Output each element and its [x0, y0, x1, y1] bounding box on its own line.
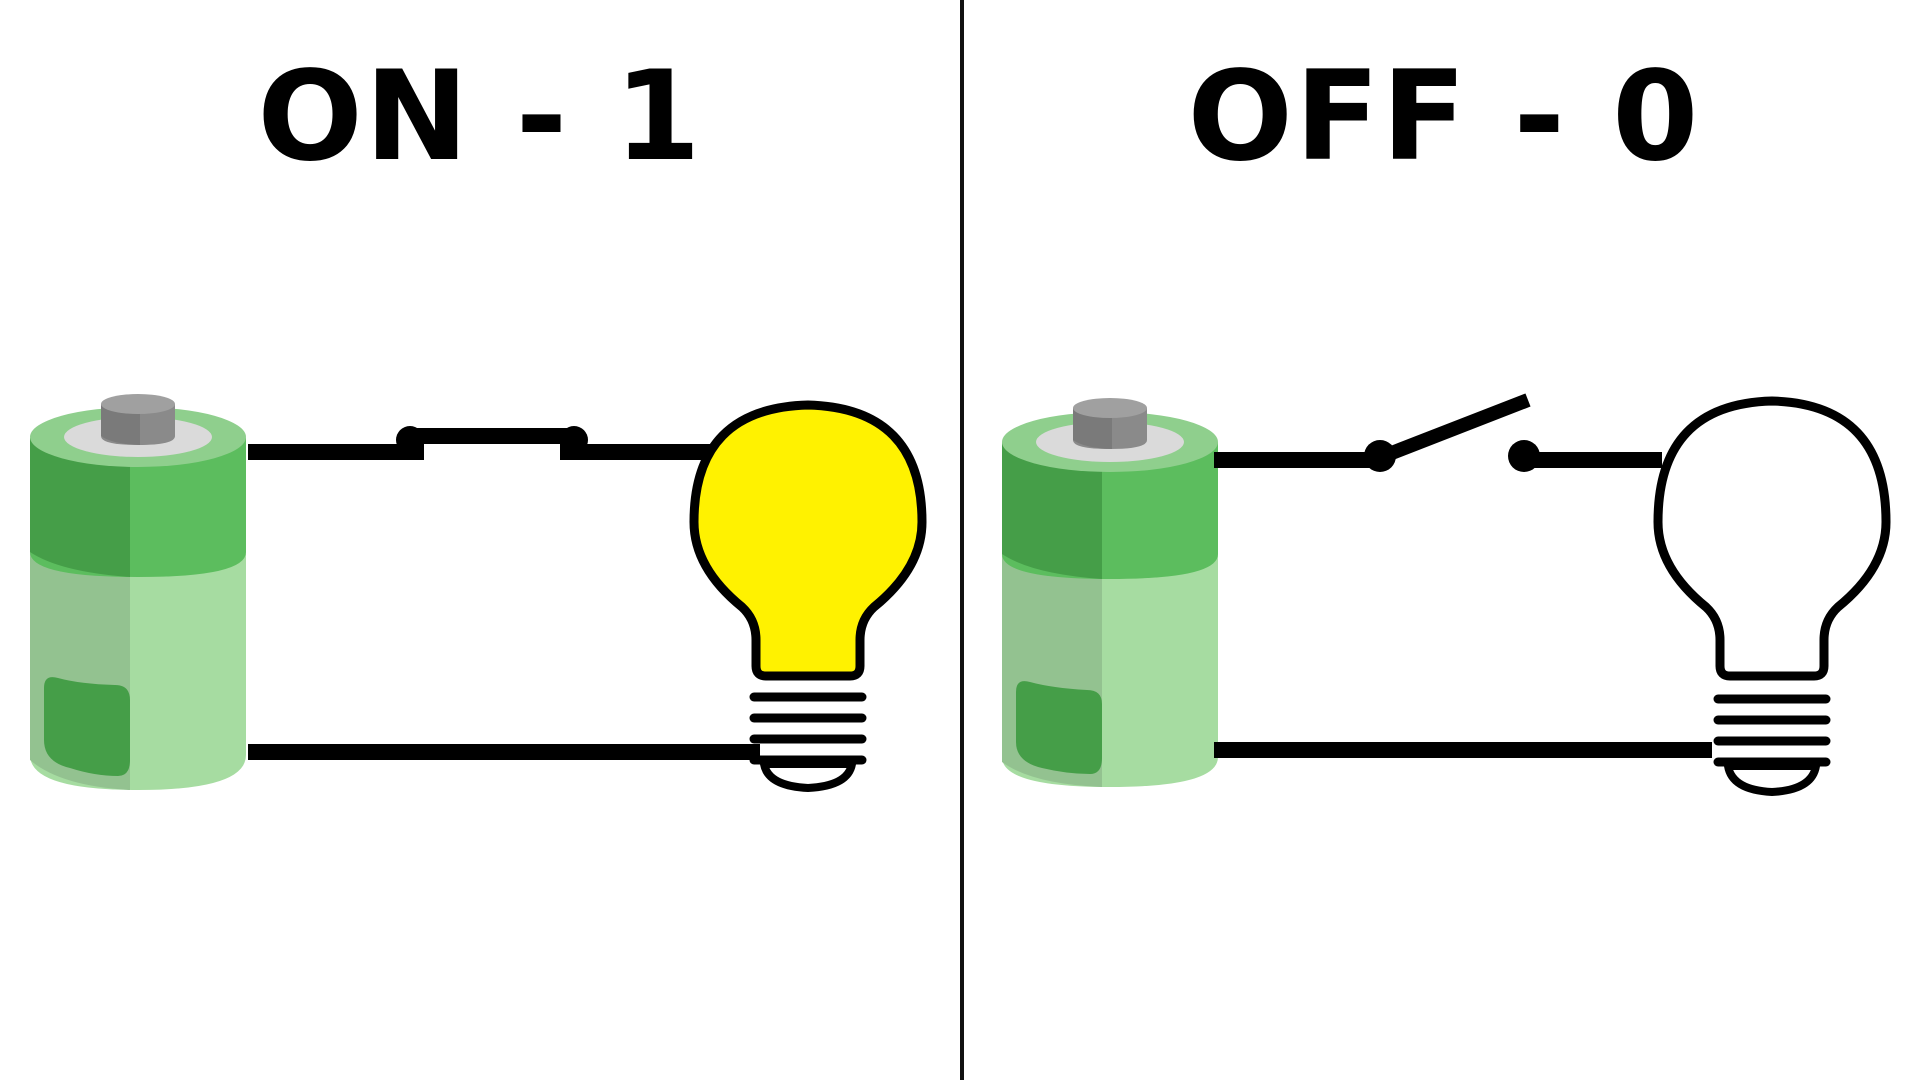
- switch-icon: [1364, 393, 1540, 472]
- bulb-base-threads: [1713, 694, 1831, 767]
- lightbulb-icon: [689, 400, 927, 793]
- bulb-glass: [689, 400, 927, 681]
- on-title: ON - 1: [257, 45, 703, 189]
- bulb-base-threads: [749, 692, 867, 765]
- bulb-base-tip: [1723, 762, 1821, 797]
- lightbulb-icon: [1653, 396, 1891, 797]
- off-circuit: [1002, 393, 1891, 797]
- battery-icon: [30, 394, 246, 790]
- battery-terminal-shade: [1073, 408, 1112, 449]
- battery-level-mark: [44, 677, 130, 776]
- bulb-glass: [1653, 396, 1891, 681]
- switch-contact-right: [1508, 440, 1540, 472]
- battery-shade-upper: [1002, 442, 1102, 579]
- panel-divider: [960, 0, 964, 1080]
- switch-icon: [396, 426, 588, 454]
- wire: [248, 444, 760, 760]
- switch-lever: [1381, 393, 1531, 463]
- on-circuit: [30, 394, 927, 793]
- bulb-base-tip: [759, 760, 857, 793]
- wire: [1214, 452, 1712, 758]
- battery-level-mark: [1016, 681, 1102, 774]
- battery-icon: [1002, 398, 1218, 787]
- battery-terminal-top: [101, 394, 175, 414]
- battery-shade-upper: [30, 438, 130, 577]
- off-title: OFF - 0: [1187, 45, 1701, 189]
- battery-terminal-top: [1073, 398, 1147, 418]
- battery-terminal-shade: [101, 404, 140, 445]
